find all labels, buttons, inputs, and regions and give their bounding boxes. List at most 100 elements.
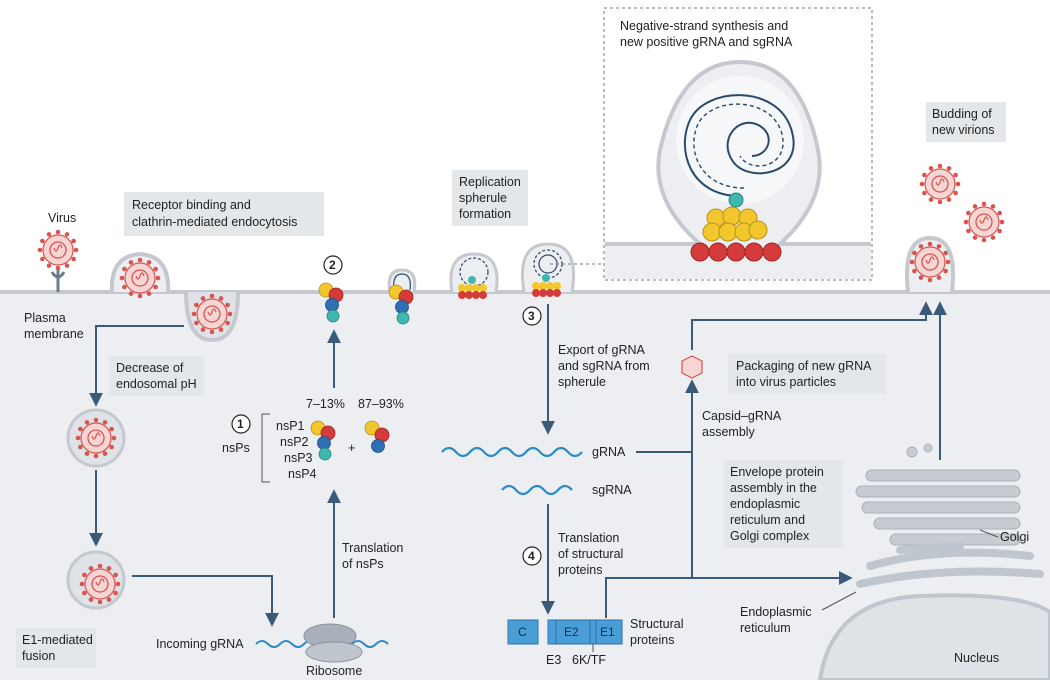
protein-e2-label: E2 <box>564 625 579 639</box>
golgi-leader <box>979 529 999 538</box>
nsp3-label: nsP3 <box>284 451 313 465</box>
sgrna-label: sgRNA <box>592 483 632 497</box>
step-2-number: 2 <box>329 258 336 272</box>
nucleus <box>817 593 1050 680</box>
envelope-line-4: reticulum and <box>730 513 805 527</box>
packaging-line-1: Packaging of new gRNA <box>736 359 872 373</box>
packaging-line-2: into virus particles <box>736 375 836 389</box>
budding-callout <box>926 102 1006 142</box>
endosomal-ph-line-2: endosomal pH <box>116 377 197 391</box>
protein-e2 <box>555 619 591 645</box>
er-label-line-2: reticulum <box>740 621 791 635</box>
grna-label: gRNA <box>592 445 626 459</box>
nsps-label: nsPs <box>222 441 250 455</box>
ribosome-small <box>305 641 363 663</box>
inset-rna-spiral-dashed <box>693 103 784 189</box>
endoplasmic-reticulum <box>856 542 1044 588</box>
nsp-complex-mature <box>364 420 390 453</box>
grna-strand <box>441 446 583 458</box>
released-virion-2 <box>964 202 1005 243</box>
mature-spherule-complex <box>532 274 561 297</box>
fusion-line-1: E1-mediated <box>22 633 93 647</box>
er-leader <box>821 591 857 611</box>
step-1-number: 1 <box>237 417 244 431</box>
receptor-callout-line-2: clathrin-mediated endocytosis <box>132 215 297 229</box>
golgi-label: Golgi <box>1000 530 1029 544</box>
fusion-callout <box>16 628 96 668</box>
translation-nsps-line-1: Translation <box>342 541 403 555</box>
virus-label: Virus <box>48 211 76 225</box>
spherule-line-1: Replication <box>459 175 521 189</box>
capsid-assembly-line-1: Capsid–gRNA <box>702 409 782 423</box>
step-2-marker <box>323 255 343 275</box>
budding-line-2: new virions <box>932 123 995 137</box>
inset-replication-complex <box>690 206 782 262</box>
fusion-arrow <box>132 575 279 627</box>
e3-label: E3 <box>546 653 561 667</box>
translation-struct-line-1: Translation <box>558 531 619 545</box>
translation-nsps-line-2: of nsPs <box>342 557 384 571</box>
nucleus-label: Nucleus <box>954 651 999 665</box>
structural-proteins-line-1: Structural <box>630 617 684 631</box>
structural-proteins-line-2: proteins <box>630 633 674 647</box>
envelope-line-5: Golgi complex <box>730 529 810 543</box>
step-4-number: 4 <box>528 549 535 563</box>
envelope-line-3: endoplasmic <box>730 497 800 511</box>
protein-6k <box>589 619 597 645</box>
fusion-line-2: fusion <box>22 649 55 663</box>
pct-high: 87–93% <box>358 397 404 411</box>
receptor-callout-line-1: Receptor binding and <box>132 198 251 212</box>
step-3-marker <box>522 306 542 326</box>
sgrna-strand <box>501 484 573 496</box>
protein-e3 <box>547 619 557 645</box>
endosomal-ph-callout <box>110 356 204 396</box>
released-virion-1 <box>920 164 961 205</box>
plasma-membrane-label-1: Plasma <box>24 311 66 325</box>
er-label-line-1: Endoplasmic <box>740 605 812 619</box>
golgi-complex <box>855 443 1021 546</box>
receptor-callout <box>124 192 324 236</box>
pct-low: 7–13% <box>306 397 345 411</box>
protein-e1 <box>595 619 623 645</box>
envelope-line-2: assembly in the <box>730 481 817 495</box>
spherule-callout <box>452 170 528 226</box>
protein-e1-label: E1 <box>600 625 615 639</box>
budding-line-1: Budding of <box>932 107 992 121</box>
inset-title-line-1: Negative-strand synthesis and <box>620 19 788 33</box>
packaging-arrow <box>691 301 933 350</box>
virus-particle <box>38 230 79 271</box>
spherule-line-3: formation <box>459 207 511 221</box>
endocytosis-arrow <box>89 325 184 407</box>
protein-c-label: C <box>518 625 527 639</box>
early-spherule-rna <box>393 273 411 291</box>
export-line-3: spherule <box>558 375 606 389</box>
e1-to-er-arrow <box>605 571 853 618</box>
nsp4-label: nsP4 <box>288 467 317 481</box>
translation-struct-line-3: proteins <box>558 563 602 577</box>
inset-title-line-2: new positive gRNA and sgRNA <box>620 35 793 49</box>
inset-rna-spiral <box>683 94 795 197</box>
envelope-callout <box>724 460 842 548</box>
plus-sign: + <box>348 441 355 455</box>
plasma-membrane-label-2: membrane <box>24 327 84 341</box>
export-line-1: Export of gRNA <box>558 343 646 357</box>
mature-spherule <box>520 242 576 293</box>
receptor <box>50 270 66 292</box>
capsid-assembly-line-2: assembly <box>702 425 756 439</box>
step-1-marker <box>231 414 251 434</box>
inset-nsp4 <box>728 192 744 208</box>
nucleocapsid <box>681 355 703 379</box>
translation-struct-line-2: of structural <box>558 547 623 561</box>
spherule-neck-complex <box>458 276 487 299</box>
6k-tf-label: 6K/TF <box>572 653 606 667</box>
endosomal-ph-line-1: Decrease of <box>116 361 184 375</box>
envelope-line-1: Envelope protein <box>730 465 824 479</box>
step-3-number: 3 <box>528 309 535 323</box>
spherule-line-2: spherule <box>459 191 507 205</box>
packaging-callout <box>728 354 886 394</box>
ribosome-label: Ribosome <box>306 664 362 678</box>
export-line-2: and sgRNA from <box>558 359 650 373</box>
nsps-bracket <box>261 413 270 483</box>
